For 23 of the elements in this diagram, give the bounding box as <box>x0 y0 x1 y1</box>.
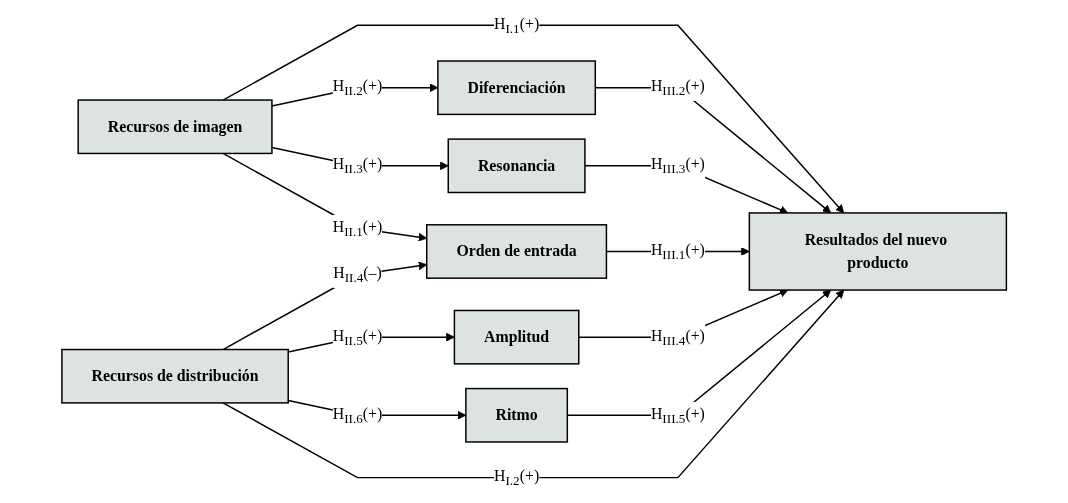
edge-label: H$_{II.3}$(+) <box>332 155 383 177</box>
edge-label: H$_{III.5}$(+) <box>650 404 705 426</box>
edge-label: H$_{III.2}$(+) <box>650 77 705 99</box>
node-box: Diferenciación <box>437 60 596 116</box>
edge-label: H$_{I.2}$(+) <box>493 467 540 489</box>
edge-label: H$_{II.1}$(+) <box>332 217 383 239</box>
node-box: Recursos de imagen <box>77 99 273 155</box>
edge-label: H$_{II.6}$(+) <box>332 404 383 426</box>
edge-label: H$_{III.3}$(+) <box>650 155 705 177</box>
arrow <box>222 152 427 242</box>
node-box: Resultados del nuevo producto <box>748 212 1007 291</box>
edge-label: H$_{III.1}$(+) <box>650 241 705 262</box>
node-box: Amplitud <box>453 309 580 365</box>
edge-label: H$_{II.2}$(+) <box>332 77 383 99</box>
edge-label: H$_{I.1}$(+) <box>493 14 540 36</box>
arrow <box>222 261 427 351</box>
node-box: Ritmo <box>464 387 568 443</box>
edge-label: H$_{II.5}$(+) <box>332 326 383 348</box>
node-box: Resonancia <box>447 138 586 194</box>
edge-label: H$_{III.4}$(+) <box>650 326 705 348</box>
edge-label: H$_{II.4}$(–) <box>333 264 382 286</box>
node-box: Recursos de distribución <box>61 348 289 404</box>
node-box: Orden de entrada <box>425 224 607 279</box>
